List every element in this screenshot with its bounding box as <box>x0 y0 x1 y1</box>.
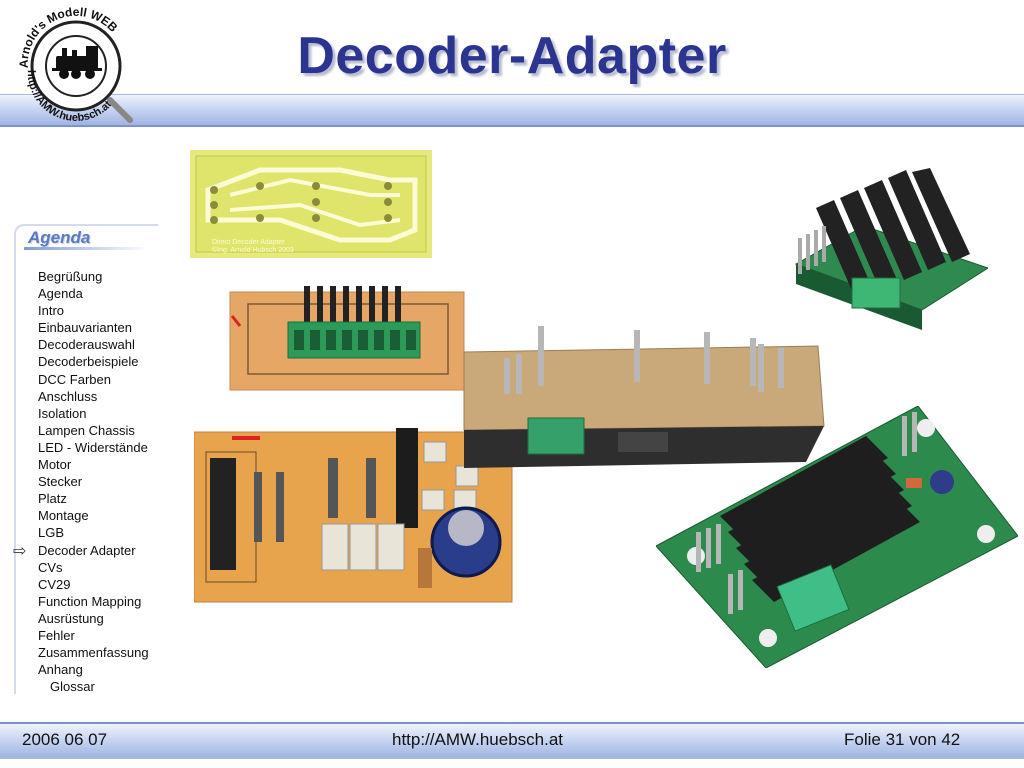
agenda-item[interactable]: Zusammenfassung <box>38 645 149 661</box>
agenda-item[interactable]: Anschluss <box>38 388 98 404</box>
photo-adapter-stack <box>463 326 825 468</box>
agenda-item[interactable]: Decoderbeispiele <box>38 354 139 370</box>
steam-locomotive-icon <box>52 46 102 79</box>
photo-adapter-with-components <box>194 428 513 603</box>
agenda-item[interactable]: LGB <box>38 525 65 541</box>
logo[interactable]: Arnold's Modell WEB http://AMW.huebsch.a… <box>14 4 140 124</box>
agenda-heading: Agenda <box>28 228 91 247</box>
agenda-item[interactable]: Decoderauswahl <box>38 337 135 353</box>
slide-title: Decoder-Adapter <box>297 27 727 85</box>
agenda-item[interactable]: DCC Farben <box>38 371 111 387</box>
agenda-item[interactable]: CV29 <box>38 576 71 592</box>
photo-bare-adapter-pcb: Direct Decoder Adapter ©Ing. Arnold Hubs… <box>190 150 432 258</box>
agenda-item[interactable]: LED - Widerstände <box>38 439 148 455</box>
agenda-item[interactable]: Stecker <box>38 474 83 490</box>
agenda-item[interactable]: Montage <box>38 508 89 524</box>
agenda-item[interactable]: Anhang <box>38 662 83 678</box>
pcb-label: Direct Decoder Adapter <box>212 239 285 246</box>
agenda-item[interactable]: Einbauvarianten <box>38 320 132 336</box>
footer-band <box>0 722 1024 759</box>
agenda-item[interactable]: CVs <box>38 559 63 575</box>
current-item-arrow-icon: ⇨ <box>13 543 27 560</box>
footer-url-link[interactable]: http://AMW.huebsch.at <box>392 730 564 749</box>
agenda-panel <box>14 224 158 694</box>
agenda-item[interactable]: Isolation <box>38 405 87 421</box>
agenda-item[interactable]: Motor <box>38 457 72 473</box>
magnifier-handle <box>107 97 133 123</box>
photo-adapter-with-pinheader <box>229 286 465 391</box>
photo-decoder-heatsink-small <box>794 168 988 330</box>
footer-slide-number: Folie 31 von 42 <box>844 730 961 749</box>
agenda-divider <box>24 247 148 250</box>
pcb-copyright: ©Ing. Arnold Hubsch 2003 <box>212 246 294 254</box>
agenda-item[interactable]: Begrüßung <box>38 269 103 284</box>
agenda-item[interactable]: Agenda <box>38 286 83 302</box>
footer-date: 2006 06 07 <box>22 730 108 749</box>
agenda-item[interactable]: Ausrüstung <box>38 610 104 626</box>
agenda-item[interactable]: Glossar <box>50 679 95 695</box>
agenda-item[interactable]: Function Mapping <box>38 593 142 609</box>
agenda-item[interactable]: Intro <box>38 303 65 319</box>
agenda-item[interactable]: Platz <box>38 491 67 507</box>
agenda-item[interactable]: Lampen Chassis <box>38 422 135 438</box>
agenda-list: Begrüßung Agenda Intro Einbauvarianten D… <box>38 268 149 695</box>
agenda-item-current[interactable]: Decoder Adapter <box>38 542 136 558</box>
agenda-item[interactable]: Fehler <box>38 627 75 643</box>
photo-decoder-heatsink-large <box>656 406 1018 668</box>
header-band <box>0 94 1024 127</box>
